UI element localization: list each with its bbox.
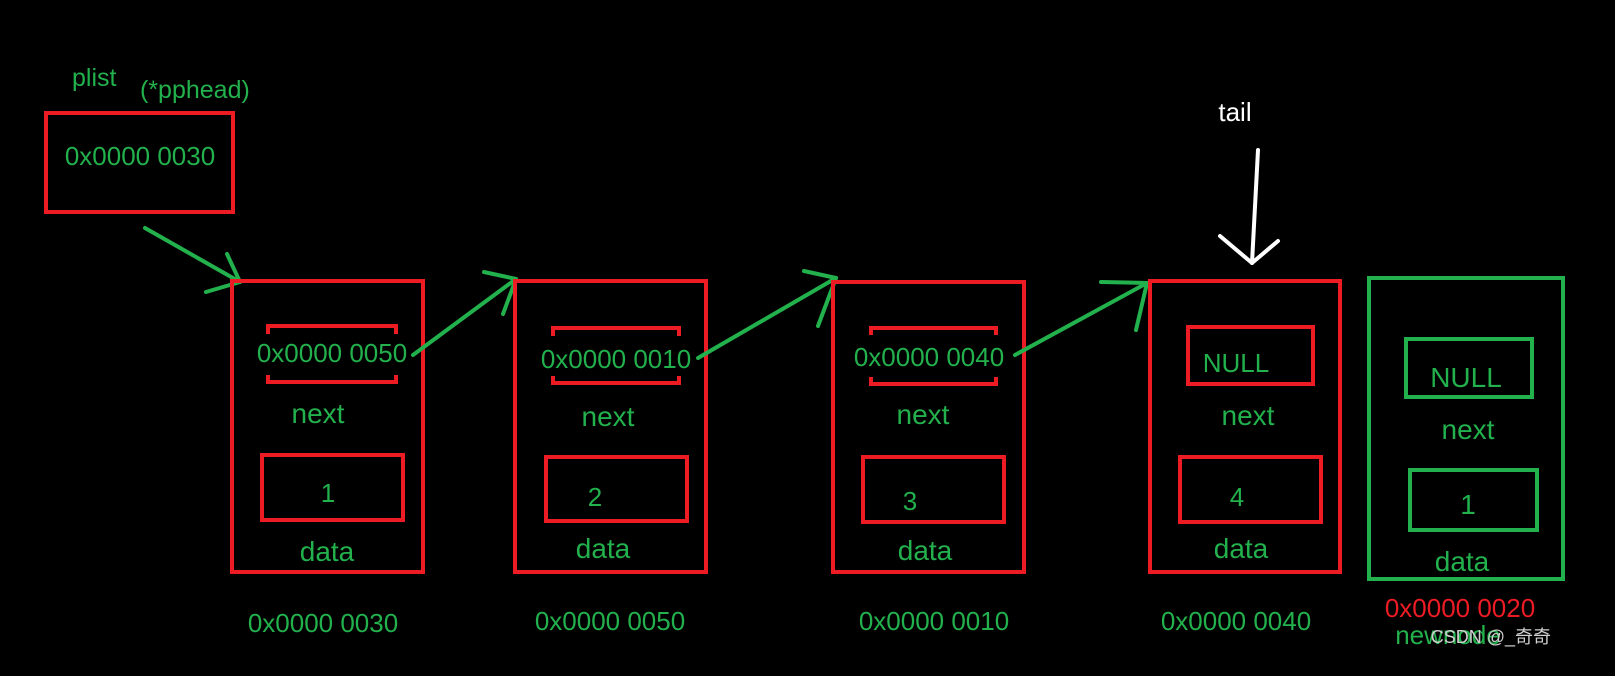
watermark: CSDN @_奇奇	[1431, 627, 1551, 648]
node-1-data-field	[260, 453, 405, 522]
new-node: NULL next 1 data 0x0000 0020 newnode	[1367, 276, 1565, 650]
node-4-box	[1148, 279, 1342, 574]
head-pointer-value: 0x0000 0030	[65, 141, 215, 171]
node-1-next-label: next	[292, 398, 345, 429]
node-4-next-label: next	[1222, 400, 1275, 431]
node-2-data-field	[544, 455, 689, 523]
node-1-next-field	[266, 324, 398, 384]
node-3-data-label: data	[898, 535, 953, 566]
node-1: 0x0000 0050 next 1 data 0x0000 0030	[230, 279, 425, 638]
node-4-next-value: NULL	[1203, 348, 1269, 378]
node-2-next-field	[551, 326, 681, 385]
new-node-name: newnode	[1395, 620, 1501, 650]
node3-to-node4-arrow	[1013, 280, 1149, 357]
node-3-next-field	[869, 326, 998, 386]
pphead-label: (*pphead)	[140, 76, 250, 104]
new-node-address: 0x0000 0020	[1385, 593, 1535, 623]
node-2-address: 0x0000 0050	[535, 606, 685, 636]
node-4-next-field	[1186, 325, 1315, 386]
node-1-data-value: 1	[321, 478, 335, 508]
head-pointer-box	[44, 111, 235, 214]
node-4-address: 0x0000 0040	[1161, 606, 1311, 636]
node-4-data-field	[1178, 455, 1323, 524]
node-2-next-label: next	[582, 401, 635, 432]
node-2: 0x0000 0010 next 2 data 0x0000 0050	[513, 279, 708, 636]
node-1-address: 0x0000 0030	[248, 608, 398, 638]
node-2-box	[513, 279, 708, 574]
node-3-box	[831, 280, 1026, 574]
node-3-data-field	[861, 455, 1006, 524]
node2-to-node3-arrow	[696, 269, 838, 360]
head-to-node1-arrow	[143, 226, 242, 294]
new-node-data-value: 1	[1460, 489, 1476, 520]
new-node-data-field	[1408, 468, 1539, 532]
new-node-data-label: data	[1435, 546, 1490, 577]
node-1-box	[230, 279, 425, 574]
new-node-next-value: NULL	[1430, 362, 1502, 393]
plist-label: plist	[72, 64, 117, 92]
tail-label: tail	[1218, 97, 1251, 127]
new-node-next-field	[1404, 337, 1534, 399]
node-4-data-value: 4	[1230, 482, 1244, 512]
node-3-next-value: 0x0000 0040	[854, 342, 1004, 372]
node-3: 0x0000 0040 next 3 data 0x0000 0010	[831, 280, 1026, 636]
node-2-data-value: 2	[588, 482, 602, 512]
node-3-next-label: next	[897, 399, 950, 430]
node-4: NULL next 4 data 0x0000 0040	[1148, 279, 1342, 636]
node-3-data-value: 3	[903, 486, 917, 516]
new-node-box	[1367, 276, 1565, 581]
node-1-next-value: 0x0000 0050	[257, 338, 407, 368]
node-3-address: 0x0000 0010	[859, 606, 1009, 636]
new-node-next-label: next	[1442, 414, 1495, 445]
node-1-data-label: data	[300, 536, 355, 567]
node-4-data-label: data	[1214, 533, 1269, 564]
tail-arrow	[1218, 148, 1280, 265]
node1-to-node2-arrow	[411, 270, 518, 357]
node-2-next-value: 0x0000 0010	[541, 344, 691, 374]
node-2-data-label: data	[576, 533, 631, 564]
